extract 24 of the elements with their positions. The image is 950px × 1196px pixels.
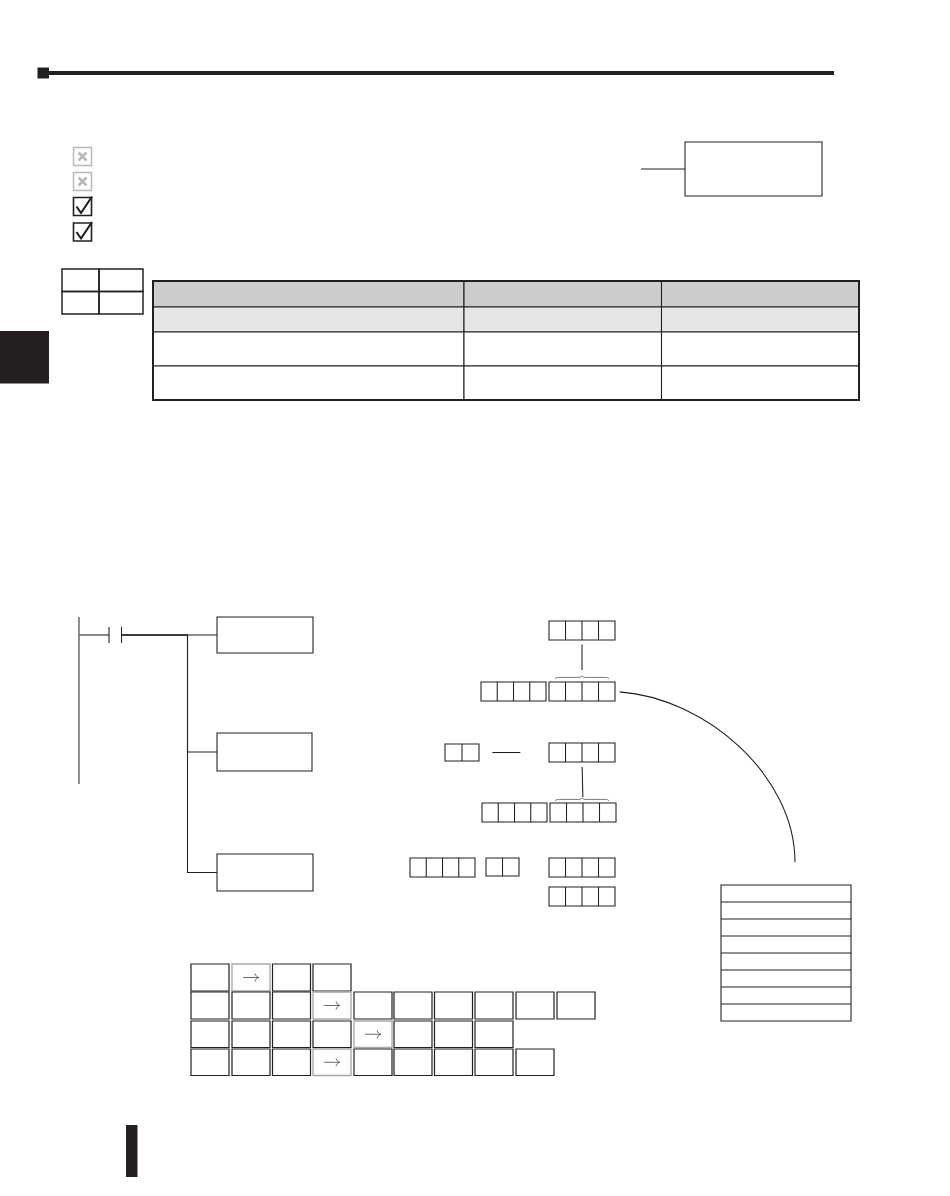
register-box xyxy=(549,802,617,823)
contact-symbol xyxy=(108,626,123,644)
register-box xyxy=(548,681,616,702)
connector-line xyxy=(491,751,521,754)
instruction-box xyxy=(216,853,314,892)
register-box xyxy=(444,743,480,762)
note-box xyxy=(684,141,823,197)
register-box xyxy=(480,681,547,702)
leader-line xyxy=(640,168,686,170)
register-box xyxy=(548,886,616,907)
rung-line xyxy=(78,634,110,636)
connector-line xyxy=(581,644,583,671)
register-box xyxy=(409,857,476,878)
connector-line xyxy=(581,766,584,798)
instruction-box xyxy=(216,616,314,654)
register-box xyxy=(548,620,616,641)
stack-table xyxy=(720,884,852,1022)
register-box xyxy=(548,742,616,763)
register-box xyxy=(485,857,520,877)
register-box xyxy=(481,802,548,823)
register-box xyxy=(548,857,616,878)
rung-line xyxy=(120,634,218,874)
curved-connector xyxy=(619,691,796,863)
instruction-box xyxy=(216,732,313,772)
